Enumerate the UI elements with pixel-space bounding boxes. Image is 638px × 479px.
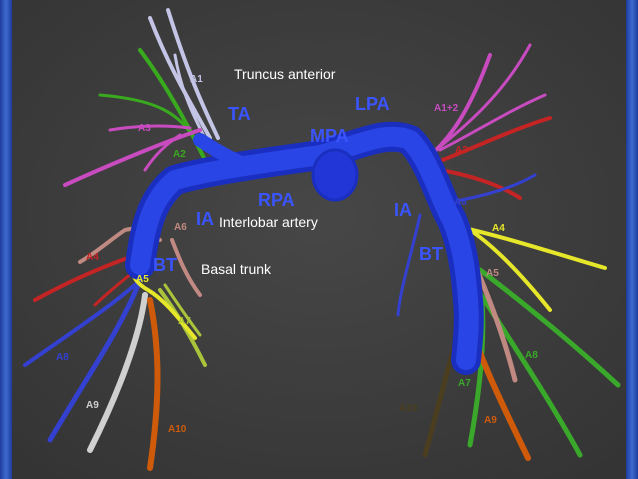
label-ia-right: IA <box>196 209 214 229</box>
label-mpa: MPA <box>310 126 349 146</box>
label-left-a3: A3 <box>455 145 468 156</box>
label-right-a1: A1 <box>190 74 203 85</box>
label-left-a8: A8 <box>525 350 538 361</box>
label-bt-left: BT <box>419 244 443 264</box>
label-lpa: LPA <box>355 94 390 114</box>
label-right-a5: A5 <box>136 274 149 285</box>
label-right-a7: A7 <box>178 316 191 327</box>
right-side-bar <box>626 0 638 479</box>
left-side-bar <box>0 0 12 479</box>
right-a8-branches <box>23 278 142 443</box>
label-left-a5: A5 <box>486 268 499 279</box>
main-trunk <box>125 121 484 375</box>
label-left-a4: A4 <box>492 223 505 234</box>
annotation-interlobar-artery: Interlobar artery <box>219 214 318 230</box>
label-left-a6: A6 <box>454 197 467 208</box>
label-right-a2: A2 <box>173 149 186 160</box>
label-right-a3: A3 <box>138 123 151 134</box>
label-ta: TA <box>228 104 251 124</box>
label-left-a9: A9 <box>484 415 497 426</box>
label-left-a10: A10 <box>399 403 418 414</box>
label-ia-left: IA <box>394 200 412 220</box>
left-a3-branches <box>428 116 552 200</box>
annotation-truncus-anterior: Truncus anterior <box>234 66 336 82</box>
label-right-a6: A6 <box>174 222 187 233</box>
label-left-a1-2: A1+2 <box>434 103 459 114</box>
label-right-a9: A9 <box>86 400 99 411</box>
right-a3-branches <box>63 124 202 187</box>
label-right-a8: A8 <box>56 352 69 363</box>
label-bt-right: BT <box>153 255 177 275</box>
label-right-a4: A4 <box>86 252 99 263</box>
right-a10-branch <box>147 297 161 471</box>
right-a9-branch <box>87 292 148 453</box>
label-left-a7: A7 <box>458 378 471 389</box>
label-right-a10: A10 <box>168 424 187 435</box>
annotation-basal-trunk: Basal trunk <box>201 261 272 277</box>
label-rpa: RPA <box>258 190 295 210</box>
